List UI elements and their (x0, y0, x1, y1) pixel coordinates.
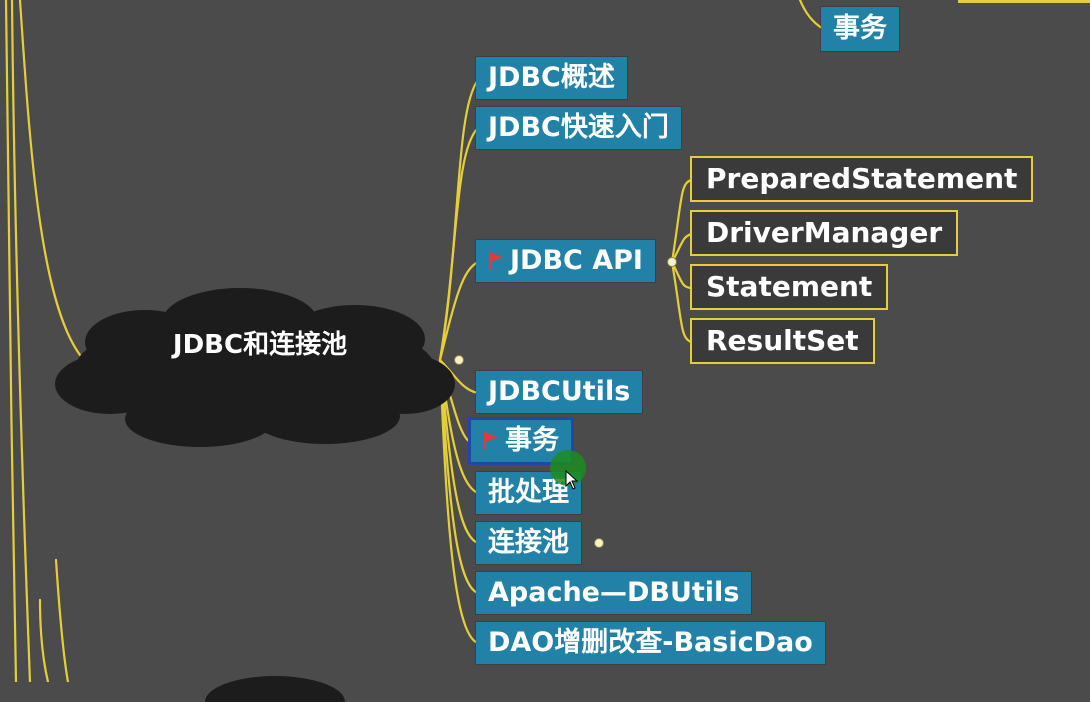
branch-jdbc-overview[interactable]: JDBC概述 (476, 57, 627, 99)
branch-label: JDBCUtils (488, 376, 631, 407)
branch-label: 批处理 (488, 477, 569, 508)
branch-label: JDBC快速入门 (488, 112, 669, 143)
top-node-label: 事务 (833, 13, 887, 44)
branch-label: JDBC API (510, 245, 643, 276)
branch-label: 事务 (505, 425, 559, 456)
collapse-dot-api[interactable] (667, 257, 677, 267)
expand-dot-lianjiechi[interactable] (594, 538, 604, 548)
branch-label: DAO增删改查-BasicDao (488, 627, 813, 658)
central-topic[interactable]: JDBC和连接池 (172, 330, 348, 360)
cursor-icon (565, 470, 579, 490)
central-cloud-shape (55, 288, 455, 447)
api-child-preparedstatement[interactable]: PreparedStatement (690, 156, 1034, 202)
flag-icon (484, 432, 498, 450)
branch-jdbc-quickstart[interactable]: JDBC快速入门 (476, 107, 681, 149)
branch-label: 连接池 (488, 527, 569, 558)
leaf-label: DriverManager (706, 216, 943, 249)
branch-connection-pool[interactable]: 连接池 (476, 522, 581, 564)
api-child-drivermanager[interactable]: DriverManager (690, 210, 959, 256)
api-child-statement[interactable]: Statement (690, 264, 889, 310)
bottom-cloud-shape (205, 676, 345, 702)
branch-label: JDBC概述 (488, 62, 615, 93)
flag-icon (489, 252, 503, 270)
leaf-label: Statement (706, 270, 873, 303)
api-child-resultset[interactable]: ResultSet (690, 318, 875, 364)
top-node-shiwu[interactable]: 事务 (821, 7, 899, 51)
leaf-label: ResultSet (706, 324, 859, 357)
leaf-label: PreparedStatement (706, 162, 1018, 195)
top-connector-stub (958, 0, 1090, 3)
branch-jdbcutils[interactable]: JDBCUtils (476, 371, 643, 413)
branch-jdbc-api[interactable]: JDBC API (476, 240, 655, 282)
branch-apache-dbutils[interactable]: Apache—DBUtils (476, 572, 752, 614)
branch-label: Apache—DBUtils (488, 577, 740, 608)
collapse-dot-central[interactable] (454, 355, 464, 365)
branch-dao-basicdao[interactable]: DAO增删改查-BasicDao (476, 622, 825, 664)
